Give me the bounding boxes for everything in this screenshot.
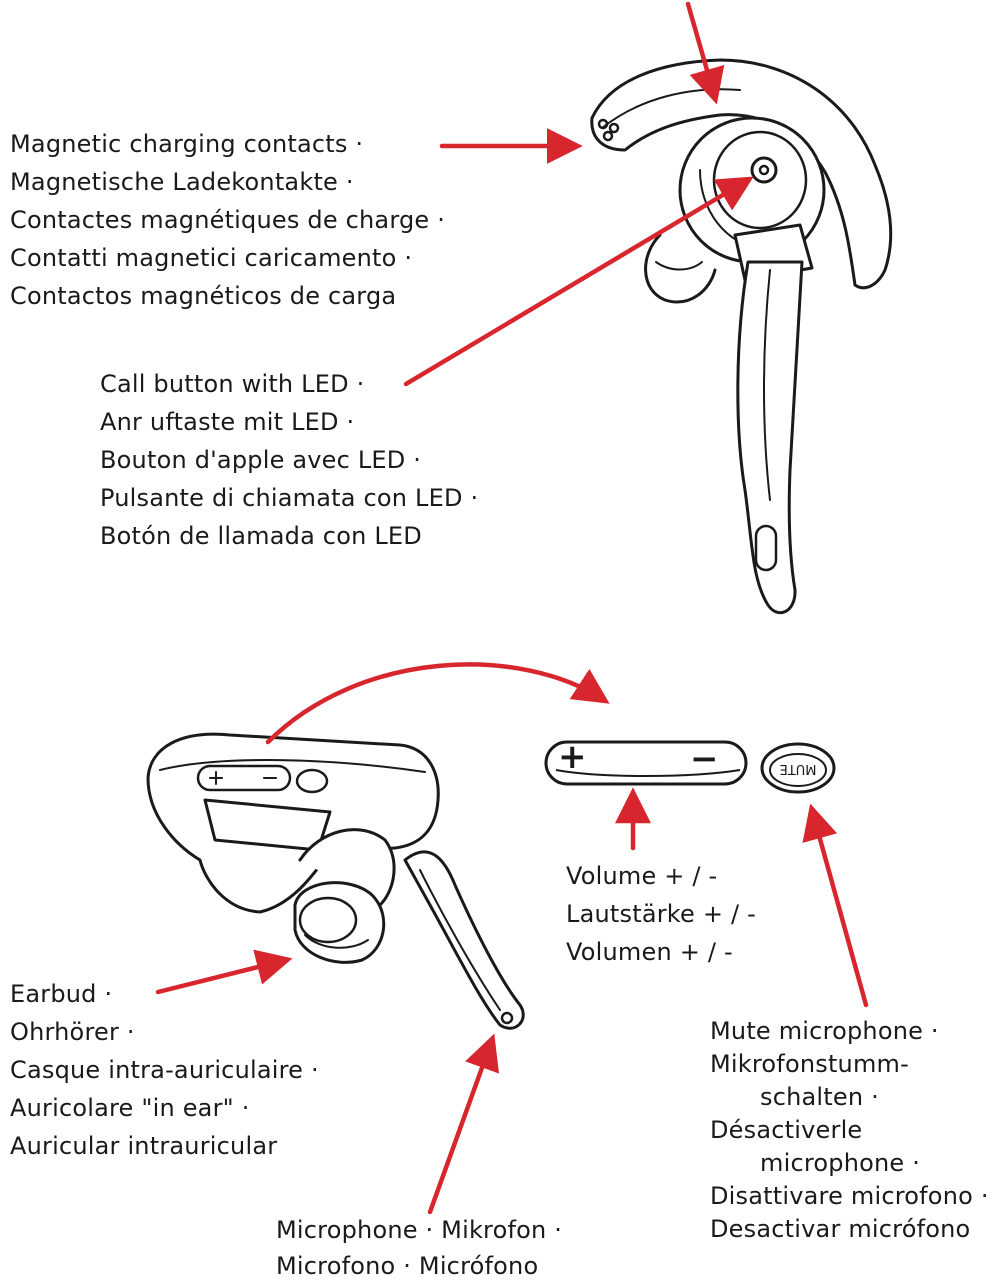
minus-mark: −	[690, 739, 719, 779]
transfer-arrow	[265, 662, 610, 745]
microphone-boom	[736, 260, 804, 615]
enlarged-buttons	[544, 740, 836, 794]
housing-volume-button	[196, 764, 292, 792]
mute-microphone-label: Mute microphone · Mikrofonstumm- schalte…	[710, 1017, 989, 1243]
mic-port	[754, 524, 778, 572]
headset-side-view	[146, 732, 525, 1030]
plus-mark: +	[558, 737, 587, 777]
ear-hook	[590, 58, 893, 290]
call-button-arrow	[403, 176, 754, 387]
earbud-back	[644, 233, 717, 304]
charging-contact-dot	[597, 118, 609, 130]
call-button	[750, 156, 778, 184]
housing-mute-button	[295, 768, 329, 794]
microphone-arrow	[427, 1033, 500, 1215]
volume-label: Volume + / - Lautstärke + / - Volumen + …	[566, 862, 756, 966]
earbud-label: Earbud · Ohrhörer · Casque intra-auricul…	[10, 980, 319, 1160]
led-dot	[758, 164, 770, 176]
charging-contact-dot	[602, 130, 614, 142]
mute-button	[760, 742, 836, 794]
headset-top-view	[590, 58, 893, 615]
charging-contacts-label: Magnetic charging contacts · Magnetische…	[10, 130, 446, 310]
top-arrow	[685, 1, 725, 105]
earbud-arrow	[155, 949, 293, 995]
mute-arrow	[802, 803, 869, 1008]
call-button-label: Call button with LED · Anr uftaste mit L…	[100, 370, 479, 550]
volume-rocker	[544, 740, 748, 786]
microphone-label: Microphone · Mikrofon · Microfono · Micr…	[276, 1216, 563, 1280]
earbud-tip	[293, 881, 386, 964]
mute-mark: MUTE	[780, 761, 817, 776]
side-mic-port	[500, 1011, 514, 1025]
callout-arrows	[155, 1, 869, 1215]
charging-contact-dot	[608, 122, 620, 134]
side-microphone-boom	[403, 850, 525, 1030]
